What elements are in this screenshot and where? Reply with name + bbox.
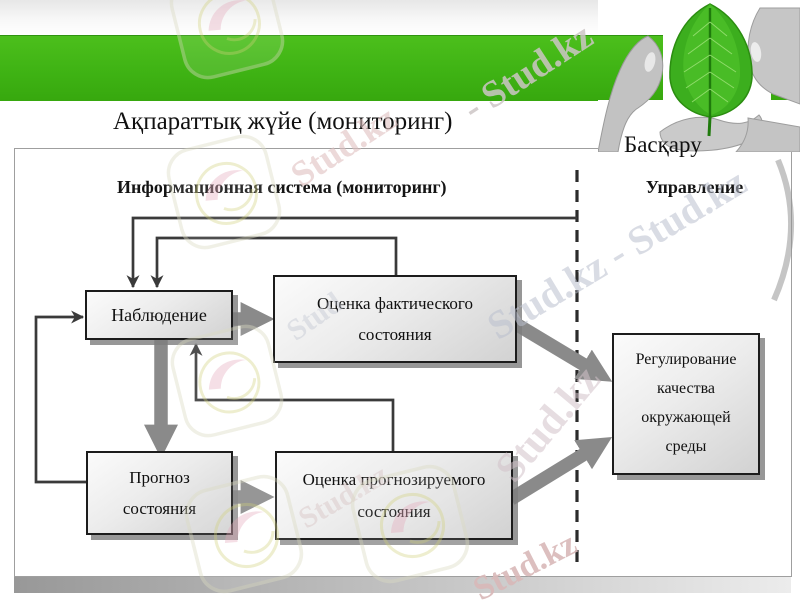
feedback-actual-to-observation	[150, 236, 398, 289]
leaf-icon	[669, 3, 753, 137]
box-observation: Наблюдение	[85, 290, 233, 340]
management-label: Басқару	[624, 132, 702, 157]
hands-leaf-image	[597, 0, 800, 153]
arrow-forecast-assess-to-regulation	[507, 437, 613, 505]
diagram-right-header: Управление	[645, 177, 744, 197]
box-regulation: Регулирование качества окружающей среды	[612, 333, 760, 475]
slide-title: Ақпараттық жүйе (мониторинг)	[113, 108, 453, 135]
box-actual-assessment: Оценка фактического состояния	[273, 275, 517, 363]
arrow-actual-to-regulation	[507, 315, 613, 382]
feedback-regulation-to-observation	[126, 216, 577, 289]
feedback-forecast-to-observation	[34, 310, 86, 484]
hands-leaf-graphic	[597, 0, 800, 153]
feedback-forecast-assess-to-observation	[189, 342, 395, 451]
box-forecast: Прогноз состояния	[86, 451, 233, 535]
diagram-left-header: Информационная система (мониторинг)	[117, 177, 447, 197]
box-forecast-assessment: Оценка прогнозируемого состояния	[275, 451, 513, 540]
slide-bottom-shadow-bar	[14, 576, 791, 593]
